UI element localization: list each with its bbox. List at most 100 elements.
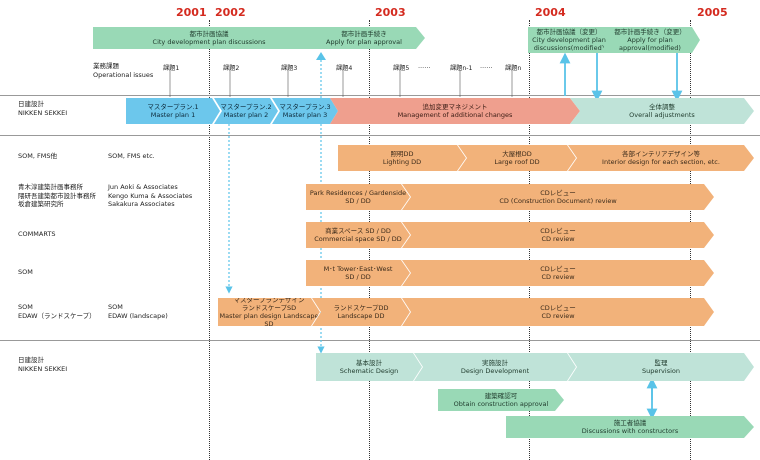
discussions-modified-bar: 都市計画協議（変更） City development plan discuss… bbox=[528, 27, 610, 53]
apply-approval-bar: 都市計画手続き Apply for plan approval bbox=[303, 27, 425, 49]
firm-aoki-ja: 青木淳建築計画事務所 bbox=[18, 183, 83, 191]
row-label-som-edaw-en-1: SOM bbox=[108, 303, 123, 311]
mt-tower-label: M･t Tower･East･West bbox=[323, 265, 393, 273]
year-2001: 2001 bbox=[176, 6, 207, 19]
issue-ellipsis-2: …… bbox=[480, 63, 493, 70]
apply-modified-en1: Apply for plan bbox=[627, 36, 673, 44]
additional-changes-bar: 追加変更マネジメント Management of additional chan… bbox=[330, 98, 580, 124]
row-label-firms-en: Jun Aoki & Associates Kengo Kuma & Assoc… bbox=[108, 183, 192, 209]
issue-n: 課題n bbox=[505, 65, 522, 72]
mp1-ja: マスタープラン.1 bbox=[147, 103, 199, 111]
plan-discussions-en: City development plan discussions bbox=[152, 38, 266, 46]
apply-approval-en: Apply for plan approval bbox=[326, 38, 402, 46]
mp-design-landscape-bar: マスタープランデザイン ランドスケープSD Master plan design… bbox=[218, 298, 320, 326]
lighting-dd-bar: 照明DD Lighting DD bbox=[338, 145, 466, 171]
row-label-nikken-bottom: 日建設計 NIKKEN SEKKEI bbox=[18, 356, 67, 373]
constructors-discussion-bar: 施工者協議 Discussions with constructors bbox=[506, 416, 754, 438]
firm-kuma-en: Kengo Kuma & Associates bbox=[108, 191, 193, 200]
mt-tower-bar: M･t Tower･East･West SD / DD bbox=[306, 260, 410, 286]
som-cd-review-ja: CDレビュー bbox=[540, 265, 576, 273]
schematic-ja: 基本設計 bbox=[356, 359, 382, 367]
separator-middle bbox=[0, 135, 760, 136]
master-plan-2-bar: マスタープラン.2 Master plan 2 bbox=[214, 98, 278, 124]
plan-discussions-bar: 都市計画協議 City development plan discussions bbox=[93, 27, 325, 49]
issue-3: 課題3 bbox=[281, 65, 298, 72]
row-label-som-fms-en: SOM, FMS etc. bbox=[108, 152, 155, 160]
issue-2: 課題2 bbox=[223, 65, 240, 72]
firm-sakakura-en: Sakakura Associates bbox=[108, 200, 175, 208]
row-label-nikken-bottom-ja: 日建設計 bbox=[18, 356, 44, 364]
interior-en: Interior design for each section, etc. bbox=[602, 158, 720, 166]
issues-label-ja: 業務課題 bbox=[93, 62, 119, 70]
commarts-cd-review-en: CD review bbox=[541, 235, 575, 243]
firms-cd-review-ja: CDレビュー bbox=[540, 189, 576, 197]
landscape-dd-en: Landscape DD bbox=[337, 312, 385, 320]
constructors-ja: 施工者協議 bbox=[613, 419, 647, 427]
mt-tower-sd-dd: SD / DD bbox=[345, 273, 371, 281]
year-2003: 2003 bbox=[375, 6, 406, 19]
row-label-som-edaw-2: EDAW（ランドスケープ） bbox=[18, 311, 96, 320]
edaw-cd-review-ja: CDレビュー bbox=[540, 304, 576, 312]
separator-bottom bbox=[0, 340, 760, 341]
supervision-ja: 監理 bbox=[654, 359, 668, 367]
dd-en: Design Development bbox=[460, 367, 530, 375]
edaw-cd-review-bar: CDレビュー CD review bbox=[402, 298, 714, 326]
landscape-dd-bar: ランドスケープDD Landscape DD bbox=[312, 298, 410, 326]
mp-design-ja1: マスタープランデザイン bbox=[233, 296, 305, 304]
issues-label-en: Operational issues bbox=[93, 70, 154, 79]
issues-label: 業務課題 Operational issues bbox=[93, 62, 153, 79]
mp2-en: Master plan 2 bbox=[223, 111, 269, 119]
mp-design-en: Master plan design Landscape SD bbox=[219, 312, 319, 328]
roof-en: Large roof DD bbox=[494, 158, 540, 166]
approval-ja: 建築確認可 bbox=[484, 392, 518, 400]
firms-cd-review-bar: CDレビュー CD (Construction Document) review bbox=[402, 184, 714, 210]
apply-modified-en2: approval(modified) bbox=[619, 44, 681, 52]
schematic-en: Schematic Design bbox=[339, 367, 399, 375]
issue-1: 課題1 bbox=[163, 65, 180, 72]
apply-approval-ja: 都市計画手続き bbox=[341, 30, 387, 38]
park-residences-bar: Park Residences / Gardenside SD / DD bbox=[306, 184, 410, 210]
firm-sakakura-ja: 坂倉建築研究所 bbox=[18, 200, 64, 208]
commercial-space-bar: 商業スペース SD / DD Commercial space SD / DD bbox=[306, 222, 410, 248]
row-label-firms-ja: 青木淳建築計画事務所 隈研吾建築都市設計事務所 坂倉建築研究所 bbox=[18, 183, 96, 209]
row-label-som-edaw-en: SOM EDAW (landscape) bbox=[108, 303, 168, 320]
approval-en: Obtain construction approval bbox=[453, 400, 549, 408]
row-label-nikken-bottom-en: NIKKEN SEKKEI bbox=[18, 364, 68, 373]
park-residences-label: Park Residences / Gardenside bbox=[309, 189, 407, 197]
interior-design-bar: 各部インテリアデザイン等 Interior design for each se… bbox=[568, 145, 754, 171]
supervision-bar: 監理 Supervision bbox=[568, 353, 754, 381]
mp3-ja: マスタープラン.3 bbox=[279, 103, 331, 111]
overall-en: Overall adjustments bbox=[629, 111, 695, 119]
year-2002: 2002 bbox=[215, 6, 246, 19]
commarts-cd-review-bar: CDレビュー CD review bbox=[402, 222, 714, 248]
som-cd-review-bar: CDレビュー CD review bbox=[402, 260, 714, 286]
mp1-en: Master plan 1 bbox=[150, 111, 196, 119]
mp2-ja: マスタープラン.2 bbox=[220, 103, 272, 111]
design-development-bar: 実施設計 Design Development bbox=[414, 353, 576, 381]
row-label-som: SOM bbox=[18, 268, 33, 276]
year-divider-2002 bbox=[209, 20, 210, 460]
additional-en: Management of additional changes bbox=[397, 111, 513, 119]
commercial-space-ja: 商業スペース SD / DD bbox=[325, 227, 391, 235]
som-cd-review-en: CD review bbox=[541, 273, 575, 281]
issue-n-1: 課題n-1 bbox=[450, 65, 473, 72]
apply-modified-ja: 都市計画手続き（変更） bbox=[614, 28, 686, 36]
row-label-nikken-top-ja: 日建設計 bbox=[18, 100, 44, 108]
row-label-som-edaw: SOM EDAW（ランドスケープ） bbox=[18, 303, 96, 320]
row-label-som-edaw-1: SOM bbox=[18, 303, 33, 311]
lighting-en: Lighting DD bbox=[382, 158, 422, 166]
discussions-modified-ja: 都市計画協議（変更） bbox=[536, 28, 602, 36]
discussions-modified-en2: discussions(modified) bbox=[533, 44, 605, 52]
firms-cd-review-en: CD (Construction Document) review bbox=[499, 197, 617, 205]
row-label-nikken-top-en: NIKKEN SEKKEI bbox=[18, 108, 68, 117]
mp-design-ja2: ランドスケープSD bbox=[241, 304, 297, 312]
up-arrow-approval bbox=[316, 52, 326, 60]
schematic-design-bar: 基本設計 Schematic Design bbox=[316, 353, 422, 381]
lighting-ja: 照明DD bbox=[390, 150, 414, 158]
row-label-som-fms: SOM, FMS他 bbox=[18, 152, 57, 160]
supervision-en: Supervision bbox=[642, 367, 680, 375]
master-plan-3-bar: マスタープラン.3 Master plan 3 bbox=[272, 98, 338, 124]
park-residences-sd-dd: SD / DD bbox=[345, 197, 371, 205]
commarts-cd-review-ja: CDレビュー bbox=[540, 227, 576, 235]
mp3-en: Master plan 3 bbox=[282, 111, 328, 119]
